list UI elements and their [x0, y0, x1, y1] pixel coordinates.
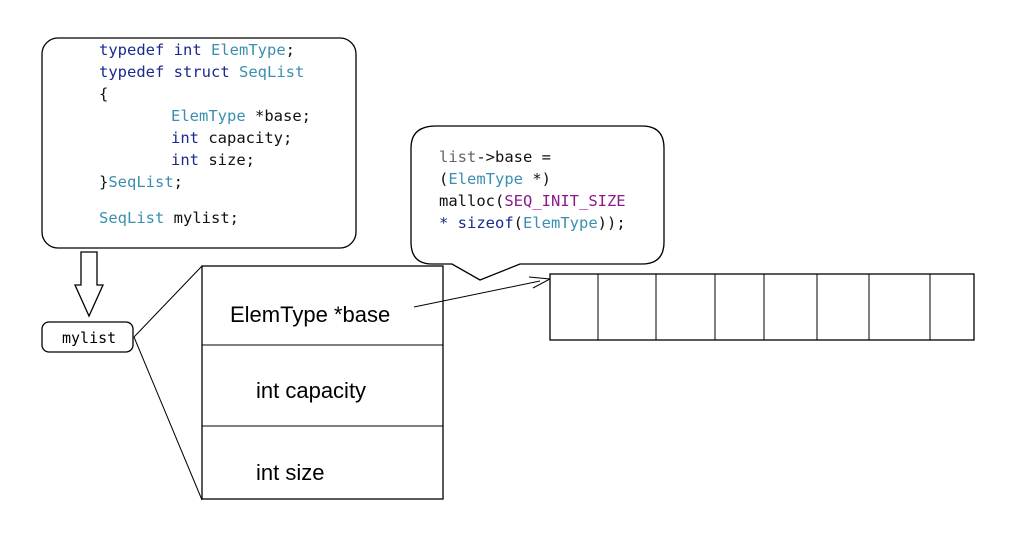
struct-code-box: [41, 37, 357, 249]
field-label-capacity: int capacity: [256, 378, 367, 403]
malloc-speech-bubble: [410, 125, 665, 281]
code-line-close-brace: }SeqList;: [99, 173, 184, 191]
expand-line-top: [133, 265, 203, 338]
code-line-typedef-int: typedef int ElemType;: [99, 41, 295, 59]
code-line-variable-decl: SeqList mylist;: [99, 209, 239, 227]
array-block: [549, 273, 975, 341]
struct-memory-box: [201, 265, 444, 500]
code-line-size-field: int size;: [171, 151, 256, 169]
code-line-capacity-field: int capacity;: [171, 129, 293, 147]
malloc-line-3: malloc(SEQ_INIT_SIZE: [439, 192, 626, 210]
expand-line-bottom: [133, 336, 203, 501]
malloc-line-4: * sizeof(ElemType));: [439, 214, 626, 232]
pointer-arrow-line: [413, 280, 541, 308]
code-line-open-brace: {: [99, 85, 109, 103]
malloc-line-2: (ElemType *): [439, 170, 551, 188]
mylist-label: mylist: [62, 329, 117, 347]
malloc-line-1: list->base =: [439, 148, 551, 166]
down-arrow-icon: [73, 251, 105, 318]
code-line-typedef-struct: typedef struct SeqList: [99, 63, 305, 81]
mylist-box: [41, 321, 134, 353]
code-line-base-field: ElemType *base;: [171, 107, 311, 125]
field-label-base: ElemType *base: [230, 302, 391, 327]
field-label-size: int size: [256, 460, 325, 485]
